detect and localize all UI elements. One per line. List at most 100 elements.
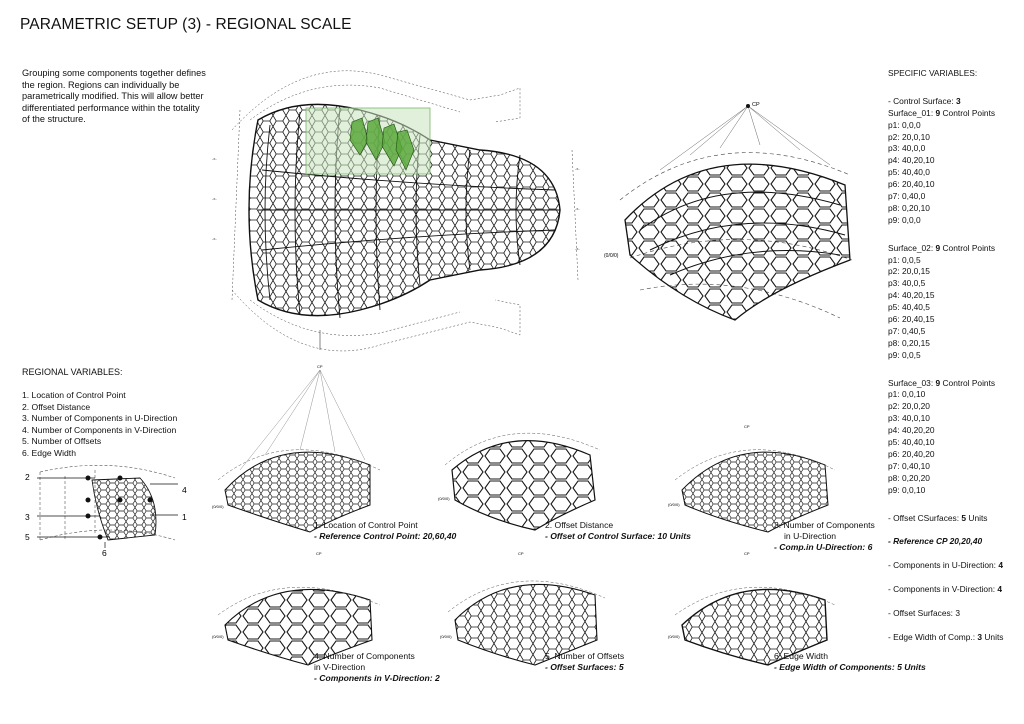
surface-heading: Surface_03: 9 Control Points — [888, 378, 1024, 390]
page-title: PARAMETRIC SETUP (3) - REGIONAL SCALE — [20, 16, 352, 33]
regional-variable-item: 2. Offset Distance — [22, 401, 91, 412]
edge-value: 3 — [977, 631, 983, 642]
caption-6: 6. Edge Width - Edge Width of Components… — [774, 651, 926, 673]
surface-point-count: 9 — [935, 107, 941, 118]
svg-text:-x-: -x- — [575, 206, 580, 211]
origin-label: (0/0/0) — [438, 496, 450, 501]
control-point: p3: 40,0,10 — [888, 413, 930, 424]
control-surface-line: - Control Surface: 3 — [888, 96, 1024, 108]
control-point: p2: 20,0,15 — [888, 266, 930, 277]
v-label: - Components in V-Direction: — [888, 584, 998, 595]
edge-unit: Units — [982, 631, 1004, 642]
regional-variable-item: 5. Number of Offsets — [22, 436, 102, 447]
cp-label: CP — [317, 364, 323, 369]
control-point: p6: 20,40,10 — [888, 179, 935, 190]
origin-label: (0/0/0) — [212, 634, 224, 639]
svg-text:-x-: -x- — [575, 246, 580, 251]
legend-number: 5 — [25, 532, 30, 542]
control-point: p8: 0,20,10 — [888, 202, 930, 213]
control-point: p5: 40,40,0 — [888, 167, 930, 178]
caption-title: 5. Number of Offsets — [545, 651, 625, 661]
surface-point-count: 9 — [935, 377, 941, 388]
svg-text:-x-: -x- — [575, 166, 580, 171]
edge-width-line: - Edge Width of Comp.: 3 Units — [888, 632, 1024, 644]
control-point: p2: 20,0,10 — [888, 131, 930, 142]
caption-5: 5. Number of Offsets - Offset Surfaces: … — [545, 651, 624, 673]
control-point: p2: 20,0,20 — [888, 401, 930, 412]
regional-variable-item: 3. Number of Components in U-Direction — [22, 413, 178, 424]
caption-title: 3. Number of Components — [774, 520, 875, 530]
caption-2: 2. Offset Distance - Offset of Control S… — [545, 520, 691, 542]
u-direction-line: - Components in U-Direction: 4 — [888, 560, 1024, 572]
surface-name: Surface_02: — [888, 242, 936, 253]
control-point: p4: 40,20,10 — [888, 155, 935, 166]
large-dome-perspective: CP (0/0/0) — [604, 102, 853, 321]
surface-heading: Surface_01: 9 Control Points — [888, 108, 1024, 120]
caption-title: 4. Number of Components — [314, 651, 415, 661]
surface-name: Surface_01: — [888, 107, 936, 118]
control-point: p4: 40,20,20 — [888, 425, 935, 436]
legend-number: 2 — [25, 472, 30, 482]
cp-label: CP — [744, 424, 750, 429]
reference-cp-line: - Reference CP 20,20,40 — [888, 536, 983, 547]
caption-4: 4. Number of Components in V-Direction -… — [314, 651, 440, 684]
control-point: p1: 0,0,10 — [888, 389, 926, 400]
control-point: p8: 0,20,15 — [888, 337, 930, 348]
control-surface-label: - Control Surface: — [888, 95, 956, 106]
regional-legend-diagram: 2 4 3 1 5 6 — [25, 464, 187, 558]
control-point: p5: 40,40,10 — [888, 437, 935, 448]
svg-text:-x-: -x- — [212, 156, 217, 161]
offset-csurfaces-line: - Offset CSurfaces: 5 Units — [888, 513, 1024, 525]
u-label: - Components in U-Direction: — [888, 560, 999, 571]
control-point: p7: 0,40,5 — [888, 325, 926, 336]
caption-title: 6. Edge Width — [774, 651, 828, 661]
cp-label: CP — [518, 551, 524, 556]
specific-variables-panel: SPECIFIC VARIABLES: - Control Surface: 3… — [888, 68, 1024, 644]
surface-name: Surface_03: — [888, 377, 936, 388]
svg-text:-x-: -x- — [212, 196, 217, 201]
dome-4-components-v-direction: CP (0/0/0) — [212, 551, 381, 666]
u-value: 4 — [998, 560, 1003, 571]
surface-heading: Surface_02: 9 Control Points — [888, 243, 1024, 255]
offset-surfaces-line: - Offset Surfaces: 3 — [888, 608, 960, 619]
control-point: p1: 0,0,0 — [888, 119, 921, 130]
caption-sub: - Offset of Control Surface: 10 Units — [545, 531, 691, 541]
caption-sub: - Reference Control Point: 20,60,40 — [314, 531, 457, 541]
legend-number: 6 — [102, 548, 107, 558]
cp-label: CP — [316, 551, 322, 556]
legend-number: 1 — [182, 512, 187, 522]
regional-variables-list: 1. Location of Control Point 2. Offset D… — [22, 390, 177, 460]
caption-sub: - Offset Surfaces: 5 — [545, 662, 624, 672]
regional-variables-heading: REGIONAL VARIABLES: — [22, 367, 123, 377]
control-point: p7: 0,40,0 — [888, 191, 926, 202]
origin-label: (0/0/0) — [668, 502, 680, 507]
origin-label: (0/0/0) — [212, 504, 224, 509]
caption-sub: - Components in V-Direction: 2 — [314, 673, 440, 683]
caption-title-2: in U-Direction — [784, 531, 837, 541]
regional-variable-item: 6. Edge Width — [22, 447, 76, 458]
dome-3-components-u-direction: CP (0/0/0) — [668, 424, 836, 533]
control-point: p4: 40,20,15 — [888, 290, 935, 301]
dome-6-edge-width: CP (0/0/0) — [668, 551, 836, 666]
specific-variables-heading: SPECIFIC VARIABLES: — [888, 68, 978, 78]
control-point: p3: 40,0,5 — [888, 278, 926, 289]
caption-sub: - Comp.in U-Direction: 6 — [774, 542, 873, 552]
legend-number: 3 — [25, 512, 30, 522]
regional-variable-item: 4. Number of Components in V-Direction — [22, 424, 177, 435]
surface-suffix: Control Points — [940, 377, 996, 388]
control-point: p8: 0,20,20 — [888, 472, 930, 483]
surface-suffix: Control Points — [940, 107, 996, 118]
control-point: p1: 0,0,5 — [888, 254, 921, 265]
surface-suffix: Control Points — [940, 242, 996, 253]
caption-title-2: in V-Direction — [314, 662, 366, 672]
legend-number: 4 — [182, 485, 187, 495]
control-point: p7: 0,40,10 — [888, 460, 930, 471]
caption-1: 1. Location of Control Point - Reference… — [314, 520, 456, 542]
control-point: p9: 0,0,10 — [888, 484, 926, 495]
caption-title: 1. Location of Control Point — [314, 520, 418, 530]
v-value: 4 — [997, 584, 1003, 595]
control-point: p6: 20,40,15 — [888, 314, 935, 325]
origin-label: (0/0/0) — [668, 634, 680, 639]
